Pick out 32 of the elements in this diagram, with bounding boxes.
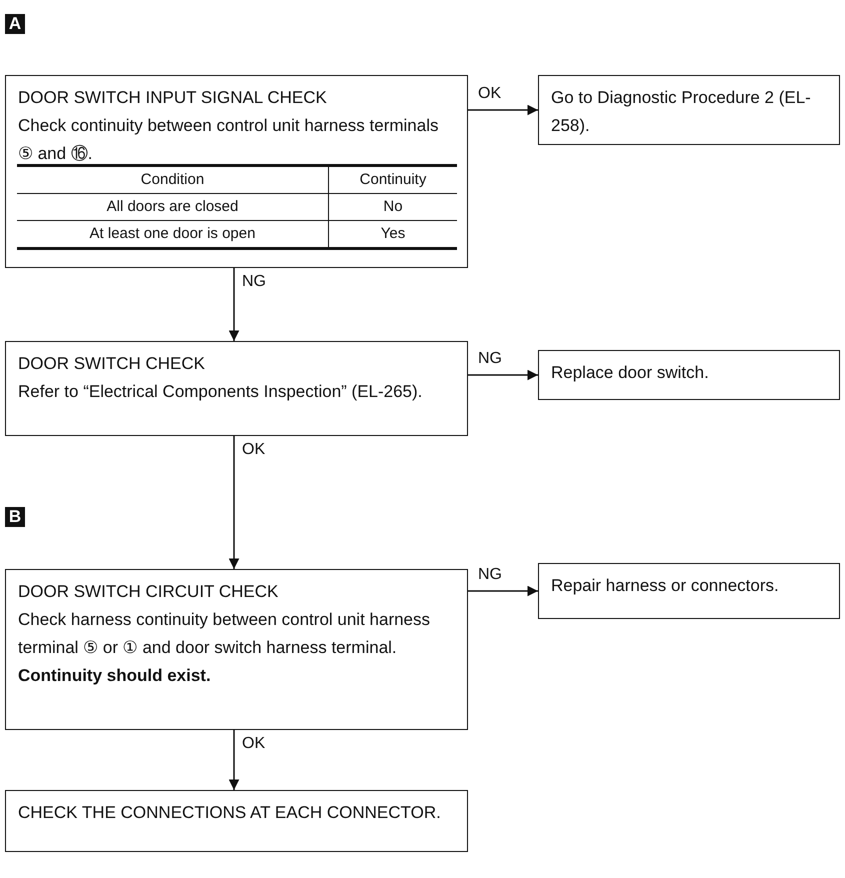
table-cell: All doors are closed xyxy=(17,194,328,220)
step-heading: DOOR SWITCH INPUT SIGNAL CHECK xyxy=(18,87,328,109)
arrow xyxy=(468,104,538,116)
step-text: CHECK THE CONNECTIONS AT EACH CONNECTOR. xyxy=(18,802,442,824)
section-marker: A xyxy=(5,14,25,34)
arrow xyxy=(228,268,240,341)
arrow xyxy=(228,436,240,569)
process-box xyxy=(538,350,840,400)
step-text: Go to Diagnostic Procedure 2 (EL-258). xyxy=(551,87,812,137)
table-cell: No xyxy=(328,194,457,220)
step-heading: DOOR SWITCH CHECK xyxy=(18,353,206,375)
step-text: Refer to “Electrical Components Inspection” (EL-265). xyxy=(18,381,424,403)
process-box xyxy=(5,75,468,268)
arrow xyxy=(468,586,538,596)
step-text: Check continuity between control unit harness terminals ⑤ and ⑯. xyxy=(18,115,440,165)
table-cell: Continuity xyxy=(328,166,457,194)
step-text: Check harness continuity between control unit harness terminal ⑤ or ① and door switch harness terminal. xyxy=(18,609,432,659)
table-cell: At least one door is open xyxy=(17,220,328,248)
table-cell: Condition xyxy=(17,166,328,194)
process-box xyxy=(5,569,468,730)
step-text: Repair harness or connectors. xyxy=(551,575,780,597)
section-marker: B xyxy=(5,507,25,527)
table-cell: Yes xyxy=(328,220,457,248)
step-text: Continuity should exist. xyxy=(18,665,212,687)
process-box xyxy=(538,563,840,619)
step-heading: DOOR SWITCH CIRCUIT CHECK xyxy=(18,581,280,603)
process-box xyxy=(5,790,468,852)
arrow xyxy=(228,730,240,790)
process-box xyxy=(538,75,840,145)
arrow xyxy=(468,370,538,380)
step-text: Replace door switch. xyxy=(551,362,710,384)
process-box xyxy=(5,341,468,436)
